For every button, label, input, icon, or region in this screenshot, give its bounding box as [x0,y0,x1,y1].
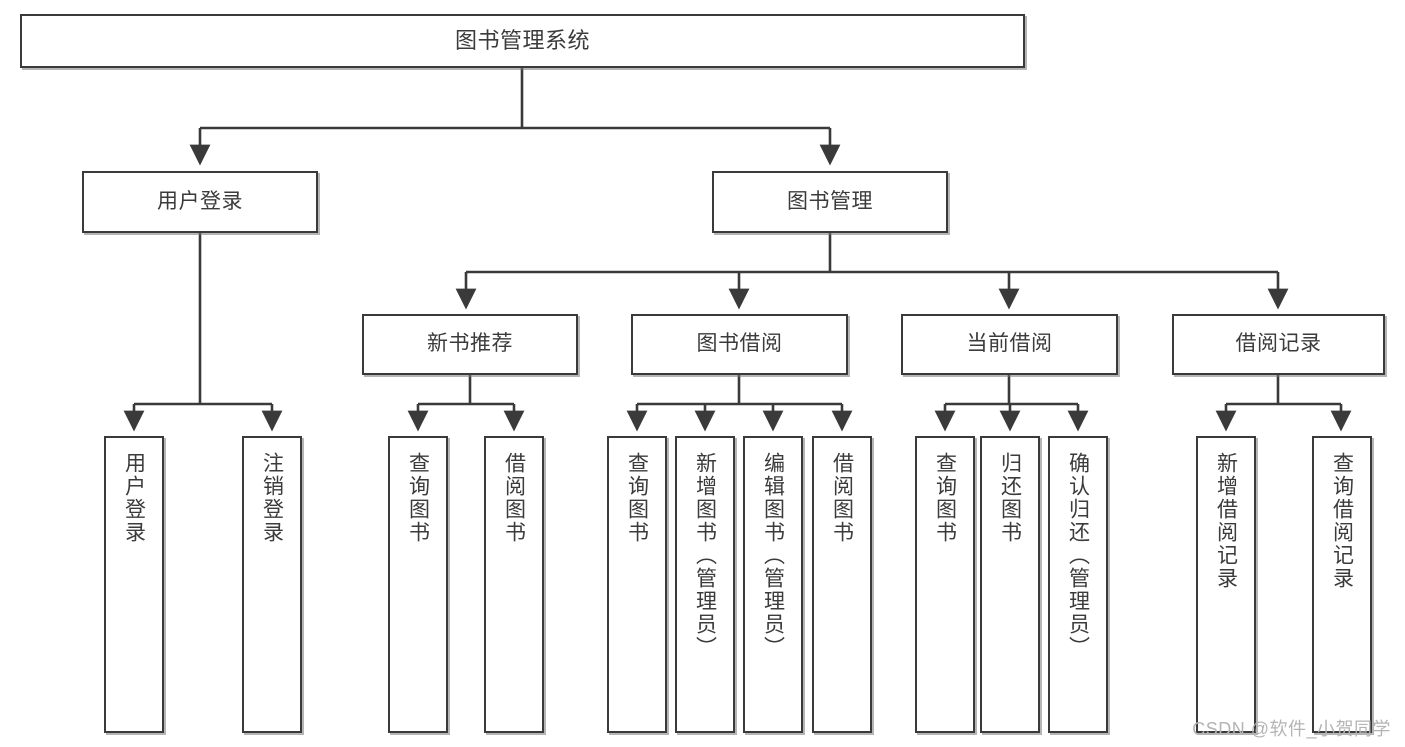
node-label: 新增借阅记录 [1214,452,1238,590]
node-label: 编辑图书（管理员） [761,452,785,659]
node-label: 用户登录 [122,452,146,544]
node-borrow-record[interactable]: 借阅记录 [1172,314,1385,375]
node-label: 查询图书 [625,452,649,544]
leaf-user-login-signout[interactable]: 注销登录 [242,436,302,733]
leaf-current-borrow-confirm[interactable]: 确认归还（管理员） [1048,436,1108,733]
leaf-borrow-record-query[interactable]: 查询借阅记录 [1312,436,1372,733]
node-label: 图书管理 [787,189,873,213]
leaf-book-borrow-query[interactable]: 查询图书 [607,436,667,733]
node-label: 借阅图书 [830,452,854,544]
leaf-new-book-query[interactable]: 查询图书 [388,436,448,733]
node-book-management[interactable]: 图书管理 [712,171,948,233]
node-user-login[interactable]: 用户登录 [82,171,318,233]
leaf-user-login-signin[interactable]: 用户登录 [104,436,164,733]
node-book-borrow[interactable]: 图书借阅 [631,314,848,375]
leaf-current-borrow-return[interactable]: 归还图书 [980,436,1040,733]
node-label: 新书推荐 [427,332,513,356]
leaf-current-borrow-query[interactable]: 查询图书 [915,436,975,733]
node-label: 借阅图书 [502,452,526,544]
watermark-text: CSDN @软件_小贺同学 [1192,719,1391,739]
leaf-new-book-borrow[interactable]: 借阅图书 [484,436,544,733]
node-label: 注销登录 [260,452,284,544]
node-current-borrow[interactable]: 当前借阅 [901,314,1118,375]
node-label: 归还图书 [998,452,1022,544]
node-label: 查询借阅记录 [1330,452,1354,590]
node-new-book-recommend[interactable]: 新书推荐 [362,314,578,375]
node-label: 用户登录 [157,189,243,213]
node-label: 当前借阅 [966,332,1053,356]
leaf-book-borrow-lend[interactable]: 借阅图书 [812,436,872,733]
node-label: 查询图书 [933,452,957,544]
leaf-book-borrow-add[interactable]: 新增图书（管理员） [675,436,735,733]
node-label: 图书借阅 [696,332,783,356]
node-label: 借阅记录 [1235,332,1322,356]
leaf-borrow-record-add[interactable]: 新增借阅记录 [1196,436,1256,733]
node-label: 图书管理系统 [454,28,590,54]
node-label: 查询图书 [406,452,430,544]
node-label: 新增图书（管理员） [693,452,717,659]
node-root-system[interactable]: 图书管理系统 [20,14,1025,68]
leaf-book-borrow-edit[interactable]: 编辑图书（管理员） [743,436,803,733]
node-label: 确认归还（管理员） [1066,452,1090,659]
